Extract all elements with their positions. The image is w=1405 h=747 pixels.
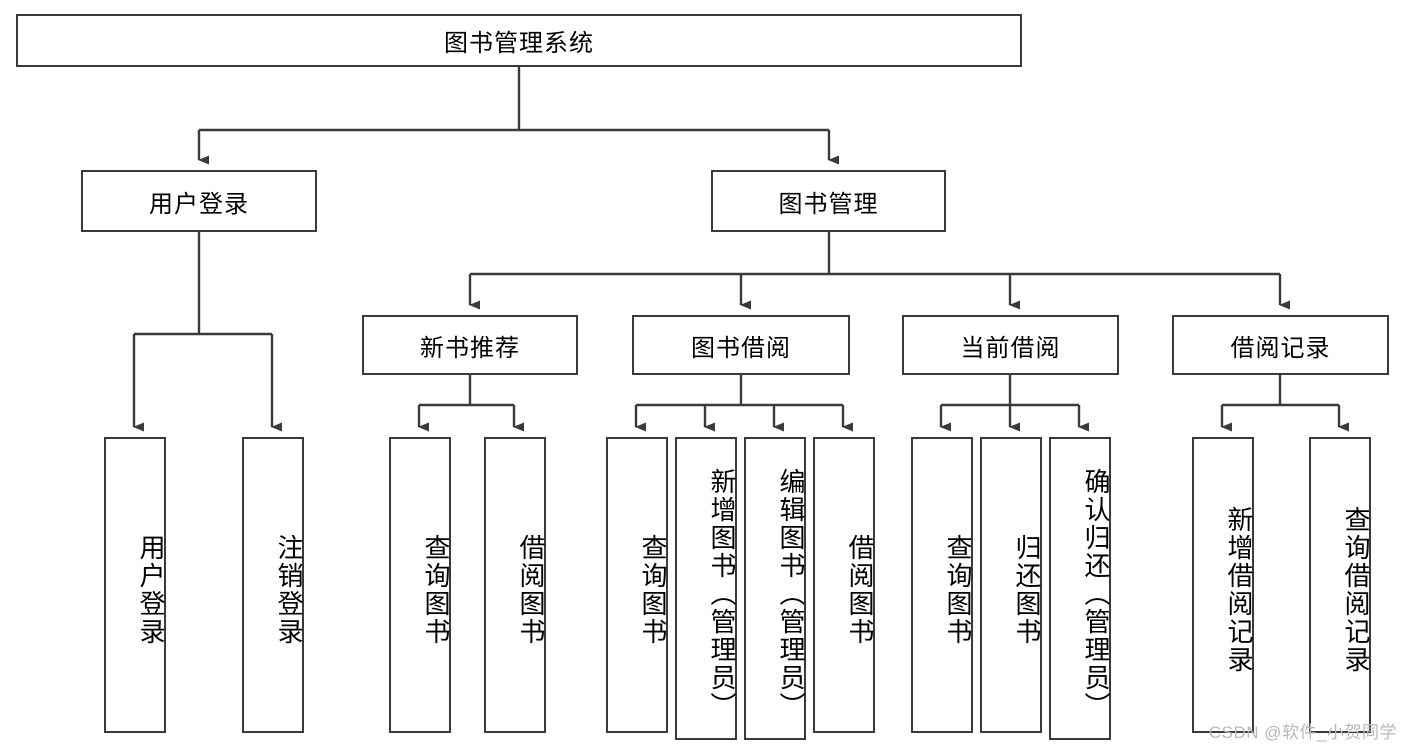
node-label: 新书推荐 [420, 334, 520, 362]
leaf-current-borrow-return[interactable]: 归还图书 [980, 437, 1042, 733]
leaf-book-borrow-add[interactable]: 新增图书（管理员） [675, 437, 737, 740]
leaf-user-login-login[interactable]: 用户登录 [104, 437, 166, 733]
node-label: 注销登录 [274, 534, 304, 646]
node-new-book-recommend[interactable]: 新书推荐 [362, 315, 578, 375]
node-label: 新增借阅记录 [1224, 506, 1254, 674]
leaf-new-book-borrow[interactable]: 借阅图书 [484, 437, 546, 733]
node-label: 编辑图书（管理员） [776, 467, 806, 720]
node-label: 查询图书 [943, 534, 973, 646]
node-label: 确认归还（管理员） [1081, 467, 1111, 720]
leaf-new-book-query[interactable]: 查询图书 [389, 437, 451, 733]
leaf-borrow-record-add[interactable]: 新增借阅记录 [1192, 437, 1254, 733]
node-book-borrow[interactable]: 图书借阅 [632, 315, 850, 375]
leaf-user-login-logout[interactable]: 注销登录 [242, 437, 304, 733]
node-label: 借阅图书 [845, 534, 875, 646]
node-label: 归还图书 [1012, 534, 1042, 646]
node-book-management[interactable]: 图书管理 [711, 170, 946, 232]
node-label: 图书管理 [778, 190, 879, 218]
node-label: 图书管理系统 [444, 30, 594, 57]
node-label: 用户登录 [149, 190, 249, 218]
node-label: 借阅记录 [1230, 334, 1331, 362]
leaf-book-borrow-query[interactable]: 查询图书 [606, 437, 668, 733]
node-label: 借阅图书 [516, 534, 546, 646]
node-borrow-record[interactable]: 借阅记录 [1172, 315, 1389, 375]
node-label: 查询图书 [421, 534, 451, 646]
node-current-borrow[interactable]: 当前借阅 [902, 315, 1119, 375]
leaf-book-borrow-borrow[interactable]: 借阅图书 [813, 437, 875, 733]
node-root-system[interactable]: 图书管理系统 [16, 14, 1022, 67]
leaf-book-borrow-edit[interactable]: 编辑图书（管理员） [744, 437, 806, 740]
node-label: 新增图书（管理员） [707, 467, 737, 720]
node-label: 查询图书 [638, 534, 668, 646]
node-label: 当前借阅 [960, 334, 1061, 362]
node-user-login[interactable]: 用户登录 [81, 170, 317, 232]
node-label: 图书借阅 [691, 334, 791, 362]
leaf-borrow-record-query[interactable]: 查询借阅记录 [1309, 437, 1371, 733]
leaf-current-borrow-confirm-return[interactable]: 确认归还（管理员） [1049, 437, 1111, 740]
node-label: 用户登录 [136, 534, 166, 646]
node-label: 查询借阅记录 [1341, 506, 1371, 674]
watermark-label: CSDN @软件_小贺同学 [1208, 723, 1397, 742]
leaf-current-borrow-query[interactable]: 查询图书 [911, 437, 973, 733]
